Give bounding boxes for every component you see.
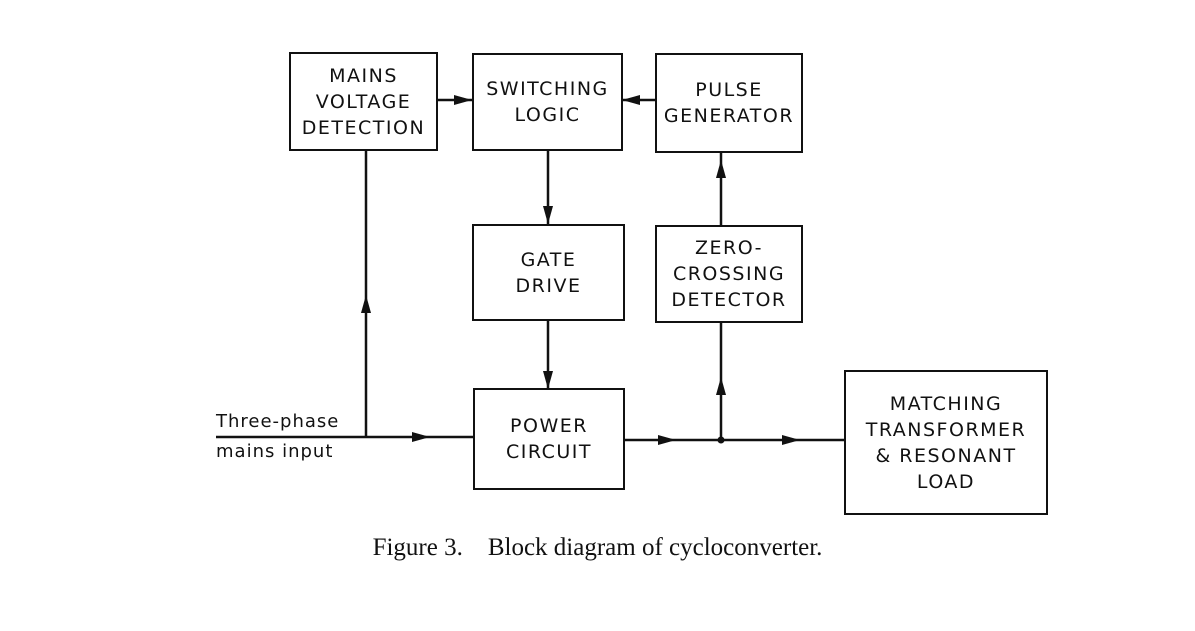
- block-label-line: TRANSFORMER: [865, 418, 1027, 441]
- block-label-line: GENERATOR: [663, 105, 795, 127]
- block-label-line: MATCHING: [889, 392, 1003, 415]
- block-label-line: LOGIC: [514, 104, 581, 126]
- arrowheads: [361, 95, 800, 445]
- arrow-mains-up: [361, 295, 371, 313]
- block-label-line: & RESONANT: [875, 444, 1017, 467]
- junction-dot: [717, 436, 725, 444]
- switching-logic-block: SWITCHING LOGIC: [472, 53, 623, 151]
- block-label-line: POWER: [510, 415, 588, 437]
- block-label-line: PULSE: [695, 79, 763, 101]
- arrow-output-right-1: [658, 435, 676, 445]
- block-label-line: VOLTAGE: [315, 90, 412, 113]
- block-label-line: DETECTOR: [671, 289, 787, 311]
- arrow-logic-down: [543, 206, 553, 224]
- gate-drive-block: GATE DRIVE: [472, 224, 625, 321]
- block-label-line: MAINS: [329, 64, 398, 87]
- block-label-line: SWITCHING: [486, 78, 609, 100]
- arrow-sense-up: [716, 377, 726, 395]
- arrow-pulse-left: [622, 95, 640, 105]
- pulse-generator-block: PULSE GENERATOR: [655, 53, 803, 153]
- block-label-line: GATE: [520, 248, 577, 271]
- block-label-line: CROSSING: [672, 263, 786, 285]
- mains-voltage-detection-block: MAINS VOLTAGE DETECTION: [289, 52, 438, 151]
- block-label-line: DRIVE: [515, 274, 582, 297]
- input-label-bottom: mains input: [216, 441, 334, 462]
- arrow-mvd-right: [454, 95, 472, 105]
- block-label-line: CIRCUIT: [505, 441, 592, 463]
- block-label-line: DETECTION: [301, 116, 426, 139]
- arrow-gate-down: [543, 371, 553, 389]
- arrow-zero-up: [716, 160, 726, 178]
- power-circuit-block: POWER CIRCUIT: [473, 388, 625, 490]
- block-label-line: ZERO-: [694, 237, 764, 259]
- input-label-top: Three-phase: [216, 411, 340, 432]
- arrow-output-right-2: [782, 435, 800, 445]
- zero-crossing-detector-block: ZERO- CROSSING DETECTOR: [655, 225, 803, 323]
- block-label-line: LOAD: [916, 470, 976, 493]
- matching-transformer-load-block: MATCHING TRANSFORMER & RESONANT LOAD: [844, 370, 1048, 515]
- figure-caption: Figure 3. Block diagram of cycloconverte…: [372, 534, 823, 561]
- arrow-input-right: [412, 432, 430, 442]
